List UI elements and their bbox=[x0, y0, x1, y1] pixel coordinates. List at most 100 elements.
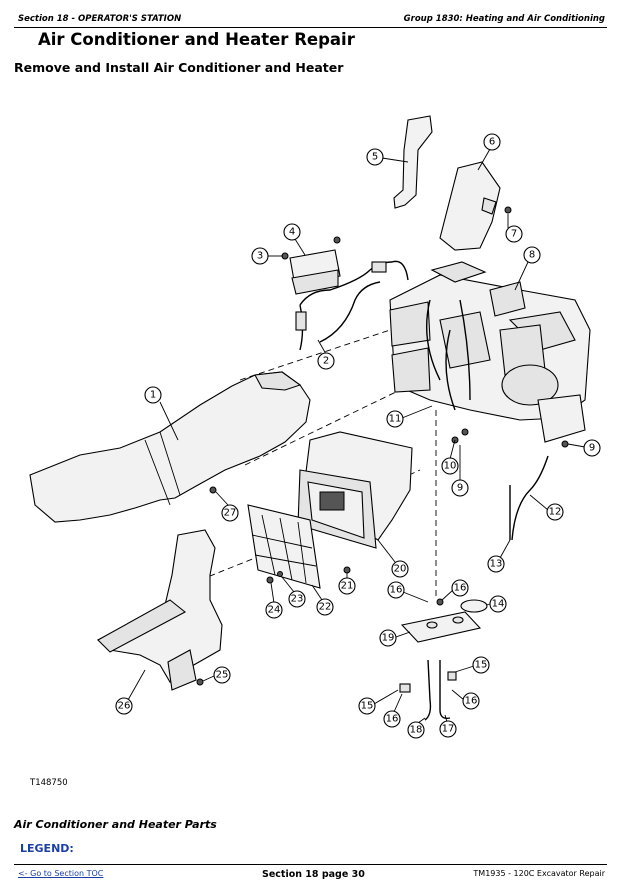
svg-text:13: 13 bbox=[490, 559, 503, 570]
unit-top-box bbox=[430, 261, 487, 283]
svg-text:12: 12 bbox=[549, 507, 562, 518]
callout-15a: 15 bbox=[454, 656, 490, 674]
cap-screw bbox=[461, 428, 469, 436]
callout-21: 21 bbox=[338, 573, 356, 595]
air-filter bbox=[247, 504, 321, 589]
callout-4: 4 bbox=[283, 223, 306, 256]
assembly-line bbox=[244, 389, 401, 466]
callout-8: 8 bbox=[514, 246, 541, 291]
blower-fan bbox=[501, 364, 559, 406]
drain-clamp bbox=[447, 671, 457, 681]
assembly-line bbox=[199, 539, 301, 581]
header-group: Group 1830: Heating and Air Conditioning bbox=[403, 14, 605, 24]
callout-3: 3 bbox=[251, 247, 283, 265]
svg-text:9: 9 bbox=[457, 483, 463, 494]
callout-16d: 16 bbox=[383, 693, 403, 728]
cap-screw bbox=[504, 206, 512, 214]
mounting-plate bbox=[400, 611, 482, 643]
callout-1: 1 bbox=[144, 386, 179, 441]
section-toc-link[interactable]: <- Go to Section TOC bbox=[18, 869, 104, 878]
page-title: Air Conditioner and Heater Repair bbox=[38, 30, 355, 49]
header-rule bbox=[14, 27, 607, 28]
callout-5: 5 bbox=[366, 148, 409, 166]
svg-text:14: 14 bbox=[492, 599, 505, 610]
callout-16c: 16 bbox=[451, 689, 480, 710]
callout-27: 27 bbox=[215, 491, 239, 522]
callout-20: 20 bbox=[377, 539, 409, 578]
drain-hoses bbox=[424, 659, 451, 721]
harness-connector bbox=[295, 311, 307, 331]
callout-13: 13 bbox=[487, 539, 511, 573]
callout-10: 10 bbox=[441, 439, 459, 475]
svg-text:22: 22 bbox=[319, 602, 332, 613]
svg-text:6: 6 bbox=[489, 137, 495, 148]
svg-text:9: 9 bbox=[589, 443, 595, 454]
svg-text:19: 19 bbox=[382, 633, 395, 644]
drain-clamp bbox=[399, 683, 411, 693]
floor-duct-outlet bbox=[97, 599, 186, 653]
page-number: Section 18 page 30 bbox=[262, 869, 365, 880]
svg-text:20: 20 bbox=[394, 564, 407, 575]
unit-side-box bbox=[389, 301, 431, 347]
plate-hole bbox=[452, 616, 464, 624]
callout-11: 11 bbox=[386, 405, 433, 428]
svg-text:16: 16 bbox=[386, 714, 399, 725]
callout-24: 24 bbox=[265, 582, 283, 619]
assembly-line bbox=[239, 329, 391, 381]
svg-text:3: 3 bbox=[257, 251, 263, 262]
callout-18: 18 bbox=[407, 717, 426, 739]
housing-bracket bbox=[481, 197, 497, 215]
air-duct bbox=[29, 371, 311, 523]
cap-screw bbox=[333, 236, 341, 244]
cap-screw bbox=[561, 440, 569, 448]
module-base bbox=[291, 269, 339, 295]
filter-grid bbox=[251, 514, 317, 584]
svg-text:2: 2 bbox=[323, 356, 329, 367]
callout-17: 17 bbox=[439, 714, 457, 738]
drain-cap bbox=[460, 599, 488, 613]
drain-tube bbox=[509, 455, 549, 541]
svg-text:23: 23 bbox=[291, 594, 304, 605]
harness-connector bbox=[371, 261, 387, 273]
mounting-bracket bbox=[537, 394, 586, 443]
manual-id: TM1935 - 120C Excavator Repair bbox=[473, 869, 605, 878]
figure-id: T148750 bbox=[30, 778, 68, 788]
svg-text:24: 24 bbox=[268, 605, 281, 616]
svg-text:11: 11 bbox=[389, 414, 402, 425]
callout-16b: 16 bbox=[441, 579, 469, 601]
callout-12: 12 bbox=[529, 494, 564, 521]
filter-motor bbox=[319, 491, 345, 511]
legend-label: LEGEND: bbox=[20, 842, 74, 855]
figure-caption: Air Conditioner and Heater Parts bbox=[14, 818, 217, 831]
svg-text:7: 7 bbox=[511, 229, 517, 240]
floor-duct-bracket bbox=[167, 649, 197, 691]
callout-25: 25 bbox=[202, 666, 231, 684]
callout-6: 6 bbox=[477, 133, 501, 171]
unit-top-box bbox=[489, 281, 526, 317]
svg-text:8: 8 bbox=[529, 250, 535, 261]
svg-text:1: 1 bbox=[150, 390, 156, 401]
callout-14: 14 bbox=[485, 595, 507, 613]
svg-text:16: 16 bbox=[454, 583, 467, 594]
cap-screw bbox=[266, 576, 274, 584]
svg-text:4: 4 bbox=[289, 227, 295, 238]
svg-text:27: 27 bbox=[224, 508, 237, 519]
callout-9a: 9 bbox=[567, 439, 601, 457]
callout-7: 7 bbox=[505, 214, 523, 243]
duct-outlet bbox=[254, 371, 302, 391]
unit-hoses bbox=[426, 299, 471, 411]
svg-text:10: 10 bbox=[444, 461, 457, 472]
callout-23: 23 bbox=[281, 576, 306, 608]
plate-hole bbox=[426, 621, 438, 629]
cap-screw bbox=[209, 486, 217, 494]
svg-text:17: 17 bbox=[442, 724, 455, 735]
svg-text:25: 25 bbox=[216, 670, 229, 681]
duct-seam bbox=[144, 431, 181, 506]
svg-text:26: 26 bbox=[118, 701, 131, 712]
callout-22: 22 bbox=[311, 584, 334, 616]
cap-screw bbox=[196, 678, 204, 686]
svg-text:15: 15 bbox=[361, 701, 374, 712]
washer bbox=[277, 571, 283, 577]
svg-text:15: 15 bbox=[475, 660, 488, 671]
svg-text:16: 16 bbox=[465, 696, 478, 707]
